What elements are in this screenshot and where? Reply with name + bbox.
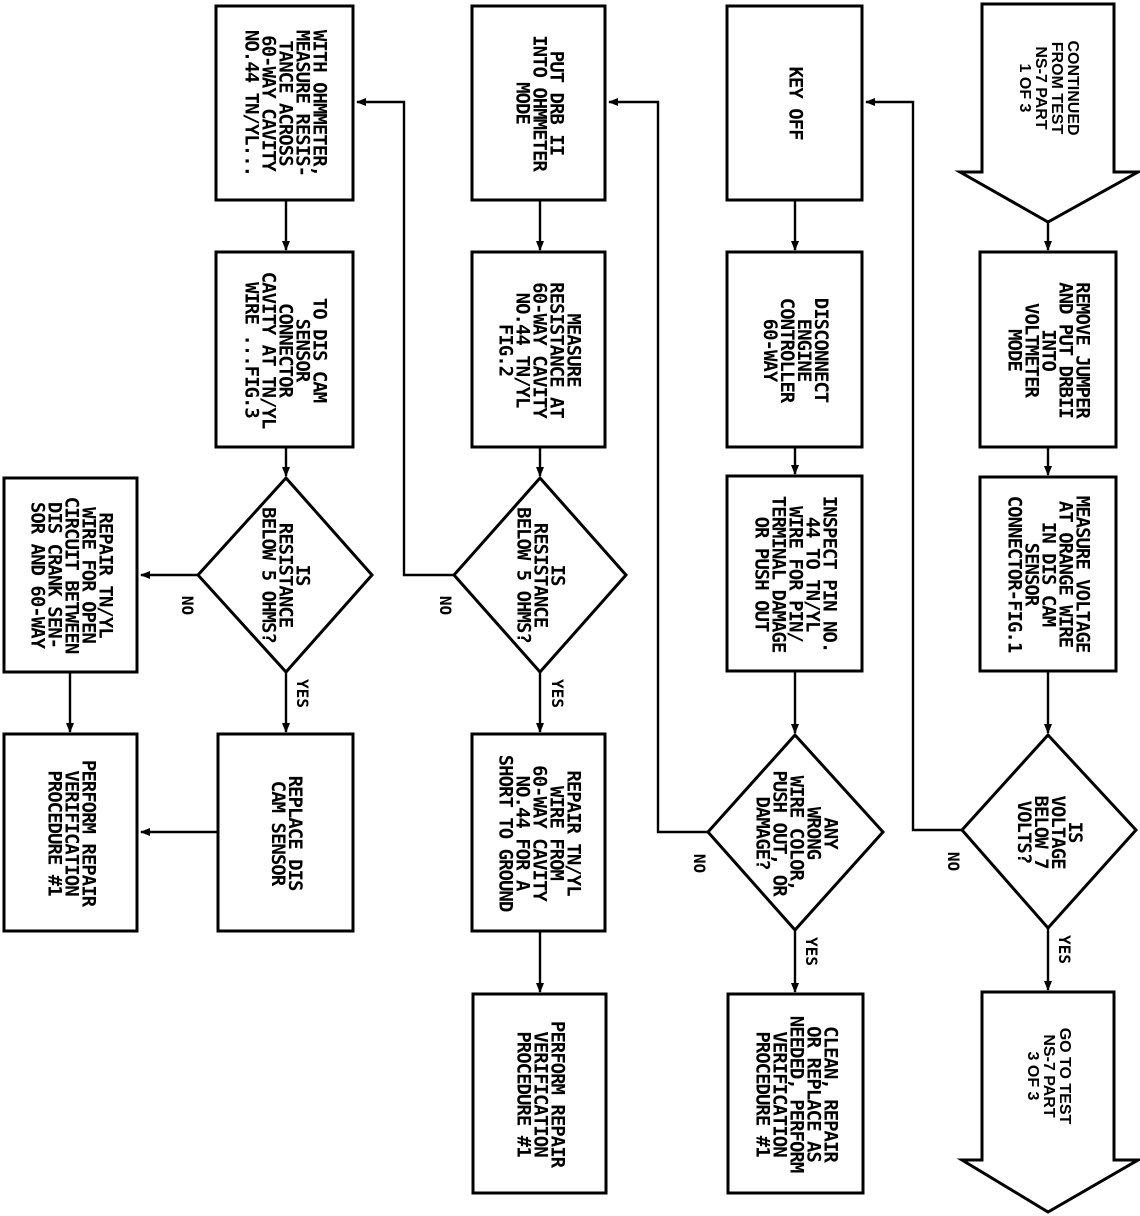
put-drb-text: PUT DRB II INTO OHMMETER MODE (511, 35, 567, 171)
to-dis-cam-box (214, 250, 355, 449)
continued-arrow-shape (954, 2, 1140, 224)
clean-repair-box (726, 992, 865, 1195)
disconnect-step: DISCONNECT ENGINE CONTROLLER 60-WAY (727, 252, 862, 447)
remove-jumper-step: REMOVE JUMPER AND PUT DRBII INTO VOLTMET… (980, 252, 1116, 447)
resistance-yes-label-2: YES (292, 679, 312, 708)
with-ohmmeter-text: WITH OHMMETER, MEASURE RESIS- TANCE ACRO… (240, 29, 330, 177)
disconnect-text: DISCONNECT ENGINE CONTROLLER 60-WAY (758, 297, 832, 402)
continued-from-arrow: CONTINUED FROM TEST NS-7 PART 1 OF 3 (982, 4, 1114, 172)
repair-open-step: REPAIR TN/YL WIRE FOR OPEN CIRCUIT BETWE… (4, 478, 137, 672)
voltage-no-label: NO (944, 851, 964, 872)
continued-from-text: CONTINUED FROM TEST NS-7 PART 1 OF 3 (1016, 40, 1081, 136)
repair-short-step: REPAIR TN/YL WIRE FROM 60-WAY CAVITY NO.… (472, 734, 605, 931)
voltage-decision-text: IS VOLTAGE BELOW 7 VOLTS? (1013, 794, 1086, 869)
measure-resistance-step: MEASURE RESISTANCE AT 60-WAY CAVITY NO.4… (472, 252, 605, 447)
goto-text: GO TO TEST NS-7 PART 3 OF 3 (1024, 1027, 1073, 1125)
resistance-no-label-2: NO (178, 595, 198, 616)
perform-repair-box-5 (2, 732, 139, 933)
key-off-text: KEY OFF (784, 66, 806, 140)
replace-dis-box (216, 732, 355, 933)
damage-no-label: NO (690, 853, 710, 874)
resistance-decision-text: IS RESISTANCE BELOW 5 OHMS? (512, 507, 569, 643)
key-off-step: KEY OFF (727, 6, 862, 200)
goto-arrow-shape (956, 990, 1140, 1214)
goto-arrow: GO TO TEST NS-7 PART 3 OF 3 (982, 992, 1114, 1160)
clean-repair-text: CLEAN, REPAIR OR REPLACE AS NEEDED, PERF… (751, 1015, 841, 1172)
inspect-text: INSPECT PIN NO. 44 TO TN/YL WIRE FOR PIN… (750, 495, 840, 652)
measure-voltage-step: MEASURE VOLTAGE AT ORANGE WIRE IN DIS CA… (980, 477, 1116, 671)
resistance-decision: IS RESISTANCE BELOW 5 OHMS? (454, 478, 626, 672)
to-dis-cam-text: TO DIS CAM SENSOR CONNECTOR CAVITY AT TN… (240, 271, 330, 428)
remove-jumper-box (978, 250, 1118, 449)
voltage-yes-label: YES (1054, 935, 1074, 964)
resistance-decision-2: IS RESISTANCE BELOW 5 OHMS? (198, 478, 372, 672)
to-dis-cam-step: TO DIS CAM SENSOR CONNECTOR CAVITY AT TN… (216, 252, 353, 447)
voltage-decision: IS VOLTAGE BELOW 7 VOLTS? (962, 735, 1136, 928)
resistance-no-label: NO (436, 595, 456, 616)
put-drb-step: PUT DRB II INTO OHMMETER MODE (472, 6, 605, 200)
perform-repair-text-3: PERFORM REPAIR VERIFICATION PROCEDURE #1 (512, 1020, 568, 1167)
resistance-decision-text-2: IS RESISTANCE BELOW 5 OHMS? (257, 507, 314, 643)
measure-resistance-text: MEASURE RESISTANCE AT 60-WAY CAVITY NO.4… (494, 281, 584, 418)
repair-open-text: REPAIR TN/YL WIRE FOR OPEN CIRCUIT BETWE… (26, 496, 116, 654)
repair-short-text: REPAIR TN/YL WIRE FROM 60-WAY CAVITY NO.… (494, 754, 584, 911)
damage-decision: ANY WRONG WIRE COLOR, PUSH OUT, OR DAMAG… (708, 735, 883, 930)
with-ohmmeter-box (214, 4, 355, 202)
replace-dis-step: REPLACE DIS CAM SENSOR (218, 734, 353, 931)
put-drb-box (470, 4, 607, 202)
with-ohmmeter-step: WITH OHMMETER, MEASURE RESIS- TANCE ACRO… (216, 6, 353, 200)
perform-repair-step-5: PERFORM REPAIR VERIFICATION PROCEDURE #1 (4, 734, 137, 931)
perform-repair-box-3 (471, 992, 608, 1195)
damage-decision-text: ANY WRONG WIRE COLOR, PUSH OUT, OR DAMAG… (751, 769, 841, 896)
inspect-step: INSPECT PIN NO. 44 TO TN/YL WIRE FOR PIN… (727, 476, 862, 671)
clean-repair-step: CLEAN, REPAIR OR REPLACE AS NEEDED, PERF… (728, 994, 863, 1193)
replace-dis-text: REPLACE DIS CAM SENSOR (266, 775, 306, 890)
repair-short-box (470, 732, 607, 933)
measure-resistance-box (470, 250, 607, 449)
measure-voltage-text: MEASURE VOLTAGE AT ORANGE WIRE IN DIS CA… (1003, 495, 1094, 653)
damage-yes-label: YES (801, 937, 821, 966)
perform-repair-text-5: PERFORM REPAIR VERIFICATION PROCEDURE #1 (43, 759, 99, 906)
resistance-yes-label: YES (547, 679, 567, 708)
remove-jumper-text: REMOVE JUMPER AND PUT DRBII INTO VOLTMET… (1003, 281, 1094, 418)
perform-repair-step-3: PERFORM REPAIR VERIFICATION PROCEDURE #1 (473, 994, 606, 1193)
